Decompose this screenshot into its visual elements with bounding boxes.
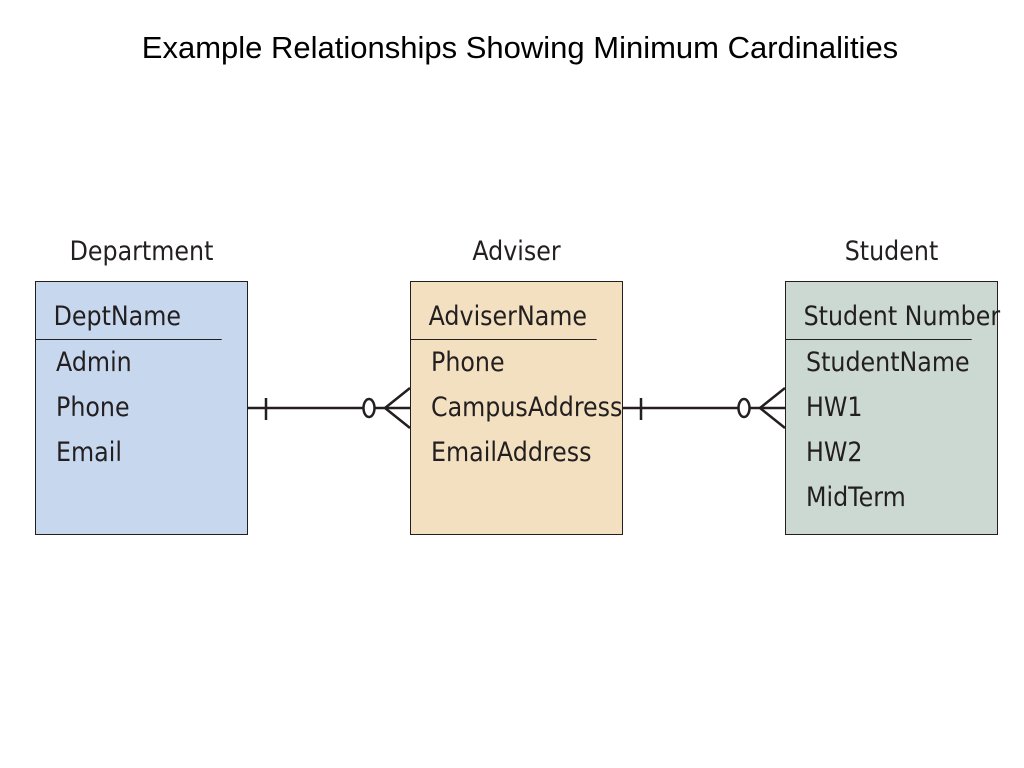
optional-zero-circle [362, 397, 376, 419]
entity-attribute: HW1 [806, 392, 863, 423]
entity-key-attribute: AdviserName [411, 282, 597, 340]
crow-foot-lower [384, 407, 411, 429]
entity-key-attribute: Student Number [786, 282, 1000, 340]
slide-title: Example Relationships Showing Minimum Ca… [141, 30, 899, 65]
entity-attribute: HW2 [806, 437, 863, 468]
entity-attribute: EmailAddress [431, 437, 592, 468]
optional-zero-circle [737, 397, 751, 419]
crow-foot-upper [384, 387, 411, 409]
relationship-department-adviser [248, 387, 411, 429]
entity-attribute: Email [56, 437, 122, 468]
entity-attribute: CampusAddress [431, 392, 623, 423]
entity-student: Student Number StudentName HW1 HW2 MidTe… [785, 281, 1000, 535]
crow-foot-upper [759, 387, 786, 409]
entity-attribute: Admin [56, 347, 132, 378]
entity-department: DeptName Admin Phone Email [35, 281, 248, 535]
entity-attribute: MidTerm [806, 482, 906, 513]
entity-name-student: Student [844, 236, 939, 267]
entity-attribute: Phone [431, 347, 505, 378]
entity-attribute: StudentName [806, 347, 970, 378]
crow-foot-lower [759, 407, 786, 429]
entity-attribute: Phone [56, 392, 130, 423]
relationship-adviser-student [623, 387, 786, 429]
entity-adviser: AdviserName Phone CampusAddress EmailAdd… [410, 281, 623, 535]
entity-name-adviser: Adviser [472, 236, 561, 267]
entity-key-attribute: DeptName [36, 282, 222, 340]
entity-name-department: Department [69, 236, 214, 267]
